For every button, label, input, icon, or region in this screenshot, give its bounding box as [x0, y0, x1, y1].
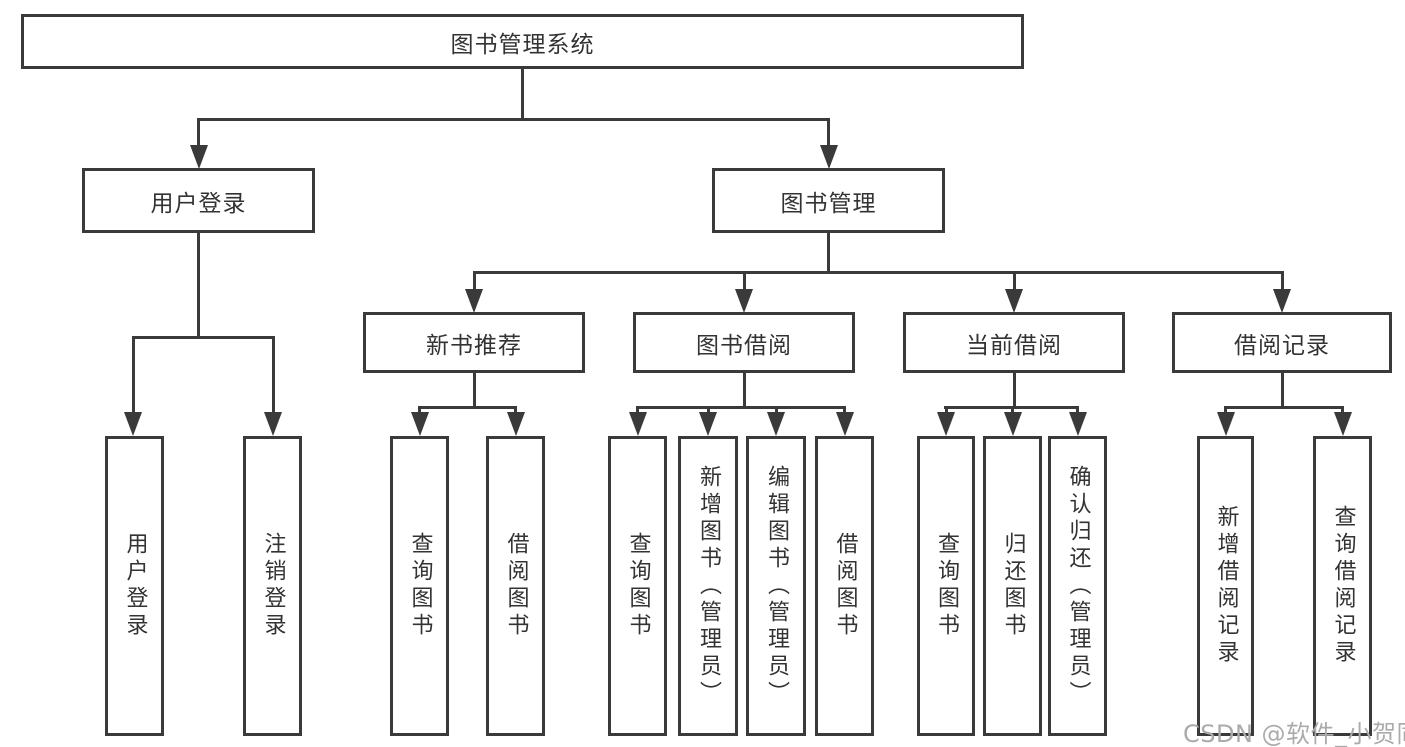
leaf-cb-confirm-return-admin: 确认归还（管理员）	[1048, 436, 1107, 736]
connector-hline	[418, 406, 517, 409]
node-label: 借阅记录	[1234, 332, 1330, 359]
leaf-br-query-record: 查询借阅记录	[1313, 436, 1372, 736]
arrowhead-icon	[1003, 412, 1022, 436]
connector-vline	[1012, 373, 1016, 409]
connector-vline	[521, 69, 524, 119]
leaf-label: 归还图书	[1000, 532, 1026, 640]
arrowhead-icon	[410, 412, 429, 436]
arrow-shaft	[827, 118, 830, 151]
node-label: 图书管理系统	[450, 31, 595, 58]
leaf-nbr-query-books: 查询图书	[390, 436, 449, 736]
arrowhead-icon	[819, 145, 838, 169]
leaf-label: 查询借阅记录	[1330, 505, 1356, 667]
leaf-cb-query-books: 查询图书	[917, 436, 975, 736]
arrowhead-icon	[465, 289, 483, 313]
leaf-user-login: 用户登录	[105, 436, 164, 736]
arrow-shaft	[1012, 271, 1016, 295]
node-current-borrowing: 当前借阅	[903, 312, 1125, 373]
node-label: 新书推荐	[426, 332, 522, 359]
leaf-label: 确认归还（管理员）	[1065, 464, 1091, 708]
leaf-label: 查询图书	[934, 532, 959, 640]
csdn-watermark: CSDN @软件_小贺同学	[1183, 720, 1405, 747]
arrowhead-icon	[506, 412, 525, 436]
arrowhead-icon	[1333, 412, 1352, 436]
leaf-bb-query-books: 查询图书	[608, 436, 667, 736]
connector-hline	[131, 336, 275, 339]
arrowhead-icon	[1068, 412, 1087, 436]
arrow-shaft	[131, 336, 135, 418]
leaf-label: 借阅图书	[503, 532, 529, 640]
arrow-shaft	[271, 336, 275, 418]
node-book-borrowing: 图书借阅	[633, 312, 855, 373]
connector-hline	[472, 271, 1284, 274]
connector-vline	[472, 373, 476, 409]
leaf-label: 查询图书	[625, 532, 651, 640]
arrowhead-icon	[937, 412, 955, 436]
connector-vline	[197, 233, 200, 339]
node-library-management-system: 图书管理系统	[21, 14, 1024, 69]
leaf-cb-return-books: 归还图书	[983, 436, 1042, 736]
arrowhead-icon	[124, 412, 142, 436]
connector-hline	[636, 406, 846, 409]
node-label: 当前借阅	[966, 332, 1062, 359]
leaf-label: 新增图书（管理员）	[696, 464, 721, 708]
leaf-nbr-borrow-books: 借阅图书	[486, 436, 545, 736]
node-user-login: 用户登录	[82, 168, 315, 233]
leaf-label: 查询图书	[407, 532, 433, 640]
leaf-label: 注销登录	[260, 532, 286, 640]
arrow-shaft	[742, 271, 746, 295]
leaf-bb-edit-books-admin: 编辑图书（管理员）	[746, 436, 806, 736]
arrowhead-icon	[699, 412, 717, 436]
arrowhead-icon	[1005, 289, 1023, 313]
leaf-logout: 注销登录	[243, 436, 302, 736]
arrow-shaft	[472, 271, 476, 295]
arrow-shaft	[197, 118, 200, 151]
arrowhead-icon	[1273, 289, 1291, 313]
leaf-label: 借阅图书	[832, 532, 858, 640]
leaf-br-add-record: 新增借阅记录	[1197, 436, 1254, 736]
connector-vline	[1280, 373, 1284, 409]
leaf-bb-borrow-books: 借阅图书	[815, 436, 874, 736]
arrowhead-icon	[628, 412, 647, 436]
leaf-label: 用户登录	[122, 532, 148, 640]
node-label: 图书管理	[780, 190, 877, 217]
arrowhead-icon	[264, 412, 282, 436]
node-label: 图书借阅	[696, 332, 792, 359]
connector-vline	[827, 233, 830, 274]
arrow-shaft	[1280, 271, 1284, 295]
arrowhead-icon	[767, 412, 785, 436]
leaf-bb-add-books-admin: 新增图书（管理员）	[678, 436, 738, 736]
arrowhead-icon	[735, 289, 753, 313]
node-borrowing-records: 借阅记录	[1172, 312, 1392, 373]
arrowhead-icon	[835, 412, 854, 436]
connector-vline	[742, 373, 746, 409]
connector-hline	[197, 118, 830, 121]
node-new-book-recommendation: 新书推荐	[363, 312, 585, 373]
node-book-management: 图书管理	[712, 168, 945, 233]
arrowhead-icon	[189, 145, 208, 169]
leaf-label: 新增借阅记录	[1213, 505, 1239, 667]
connector-hline	[1224, 406, 1344, 409]
arrowhead-icon	[1216, 412, 1235, 436]
node-label: 用户登录	[150, 190, 247, 217]
leaf-label: 编辑图书（管理员）	[764, 464, 789, 708]
